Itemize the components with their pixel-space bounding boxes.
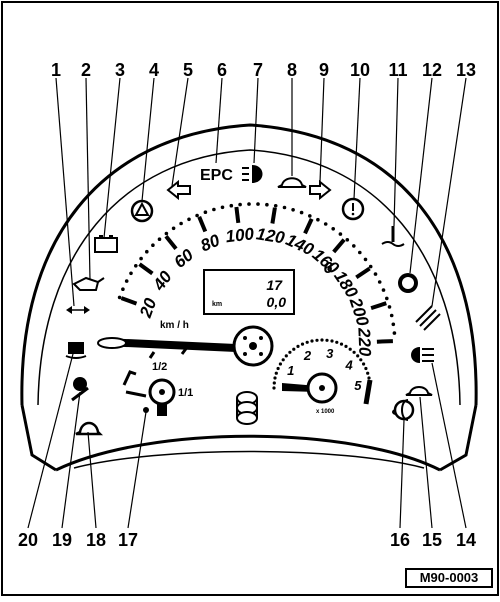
oil-pressure-icon bbox=[72, 276, 105, 291]
tacho-scale-3: 3 bbox=[326, 346, 334, 361]
tacho-scale-2: 2 bbox=[303, 348, 312, 363]
turn-signal-icon bbox=[66, 306, 90, 314]
coolant-temp-icon bbox=[381, 226, 405, 247]
fog-light-icon bbox=[411, 347, 434, 363]
tacho-unit-label: x 1000 bbox=[316, 409, 335, 415]
epc-warning-lamp: EPC bbox=[200, 167, 233, 184]
callout-5: 5 bbox=[183, 60, 193, 80]
speed-scale-80: 80 bbox=[198, 230, 223, 255]
callout-numbers-bottom: 20 19 18 17 16 15 14 bbox=[18, 530, 476, 550]
callout-16: 16 bbox=[390, 530, 410, 550]
housing-right-flank bbox=[439, 404, 478, 472]
speed-scale-20: 20 bbox=[136, 295, 161, 321]
trip-reset-knob bbox=[236, 391, 258, 425]
housing-outer bbox=[20, 123, 478, 406]
callout-6: 6 bbox=[217, 60, 227, 80]
callout-7: 7 bbox=[253, 60, 263, 80]
callout-18: 18 bbox=[86, 530, 106, 550]
callout-14: 14 bbox=[456, 530, 476, 550]
callout-3: 3 bbox=[115, 60, 125, 80]
housing-left-flank bbox=[20, 404, 57, 472]
glow-plug-icon bbox=[65, 342, 87, 359]
tacho-scale-6: 6 bbox=[324, 260, 333, 277]
fuel-gauge: 1/2 1/1 bbox=[122, 345, 193, 416]
tachometer-redline bbox=[363, 379, 373, 405]
headlight-beam-icon bbox=[242, 165, 263, 183]
display-unit: km bbox=[212, 301, 222, 308]
speed-scale-120: 120 bbox=[255, 224, 287, 247]
callout-11: 11 bbox=[388, 60, 407, 80]
figure-reference-label: M90-0003 bbox=[405, 568, 493, 588]
brake-warning-icon bbox=[341, 197, 365, 221]
fuel-reserve-lamp bbox=[143, 407, 149, 413]
callout-15: 15 bbox=[422, 530, 442, 550]
speed-scale-40: 40 bbox=[149, 267, 176, 295]
display-bottom-value: 0,0 bbox=[267, 294, 287, 310]
battery-icon bbox=[94, 235, 118, 253]
callout-8: 8 bbox=[287, 60, 297, 80]
speed-scale-200: 200 bbox=[345, 295, 372, 329]
speed-scale-100: 100 bbox=[225, 224, 256, 246]
leader-lines bbox=[27, 77, 467, 529]
speed-scale-220: 220 bbox=[354, 327, 374, 358]
callout-12: 12 bbox=[422, 60, 442, 80]
odometer-display bbox=[203, 269, 295, 315]
callout-9: 9 bbox=[319, 60, 329, 80]
door-open-icon bbox=[277, 177, 307, 188]
fuel-full-label: 1/1 bbox=[178, 387, 193, 399]
abs-warning-icon bbox=[398, 273, 418, 293]
callout-20: 20 bbox=[18, 530, 38, 550]
callout-13: 13 bbox=[456, 60, 476, 80]
immobilizer-icon bbox=[75, 421, 104, 436]
speed-scale-180: 180 bbox=[330, 267, 362, 302]
turn-right-arrow-icon bbox=[309, 179, 332, 201]
fuel-pump-icon bbox=[157, 404, 167, 416]
fuel-half-label: 1/2 bbox=[152, 361, 167, 373]
callout-17: 17 bbox=[118, 530, 138, 550]
speedometer-arc bbox=[117, 202, 397, 335]
airbag-warning-icon bbox=[415, 305, 441, 331]
callout-2: 2 bbox=[81, 60, 91, 80]
housing-bottom-edge bbox=[55, 434, 441, 472]
tacho-scale-5: 5 bbox=[354, 378, 362, 393]
needle-tail bbox=[97, 337, 127, 349]
housing-bottom-inner bbox=[73, 450, 425, 469]
fuel-scale-left bbox=[122, 370, 137, 386]
speedometer-ticks bbox=[120, 206, 393, 344]
callout-10: 10 bbox=[350, 60, 370, 80]
tacho-scale-4: 4 bbox=[344, 357, 353, 372]
callout-1: 1 bbox=[51, 60, 61, 80]
callout-19: 19 bbox=[52, 530, 72, 550]
tacho-scale-1: 1 bbox=[287, 363, 294, 378]
tachometer: x 1000 bbox=[282, 372, 373, 415]
speedometer-needle bbox=[104, 338, 236, 352]
display-top-value: 17 bbox=[266, 277, 283, 293]
speed-unit-label: km / h bbox=[160, 320, 189, 331]
trailer-icon bbox=[405, 386, 433, 396]
callout-4: 4 bbox=[149, 60, 159, 80]
tachometer-arc bbox=[272, 338, 372, 390]
turn-left-arrow-icon bbox=[166, 179, 191, 201]
hazard-warning-icon bbox=[130, 199, 154, 223]
